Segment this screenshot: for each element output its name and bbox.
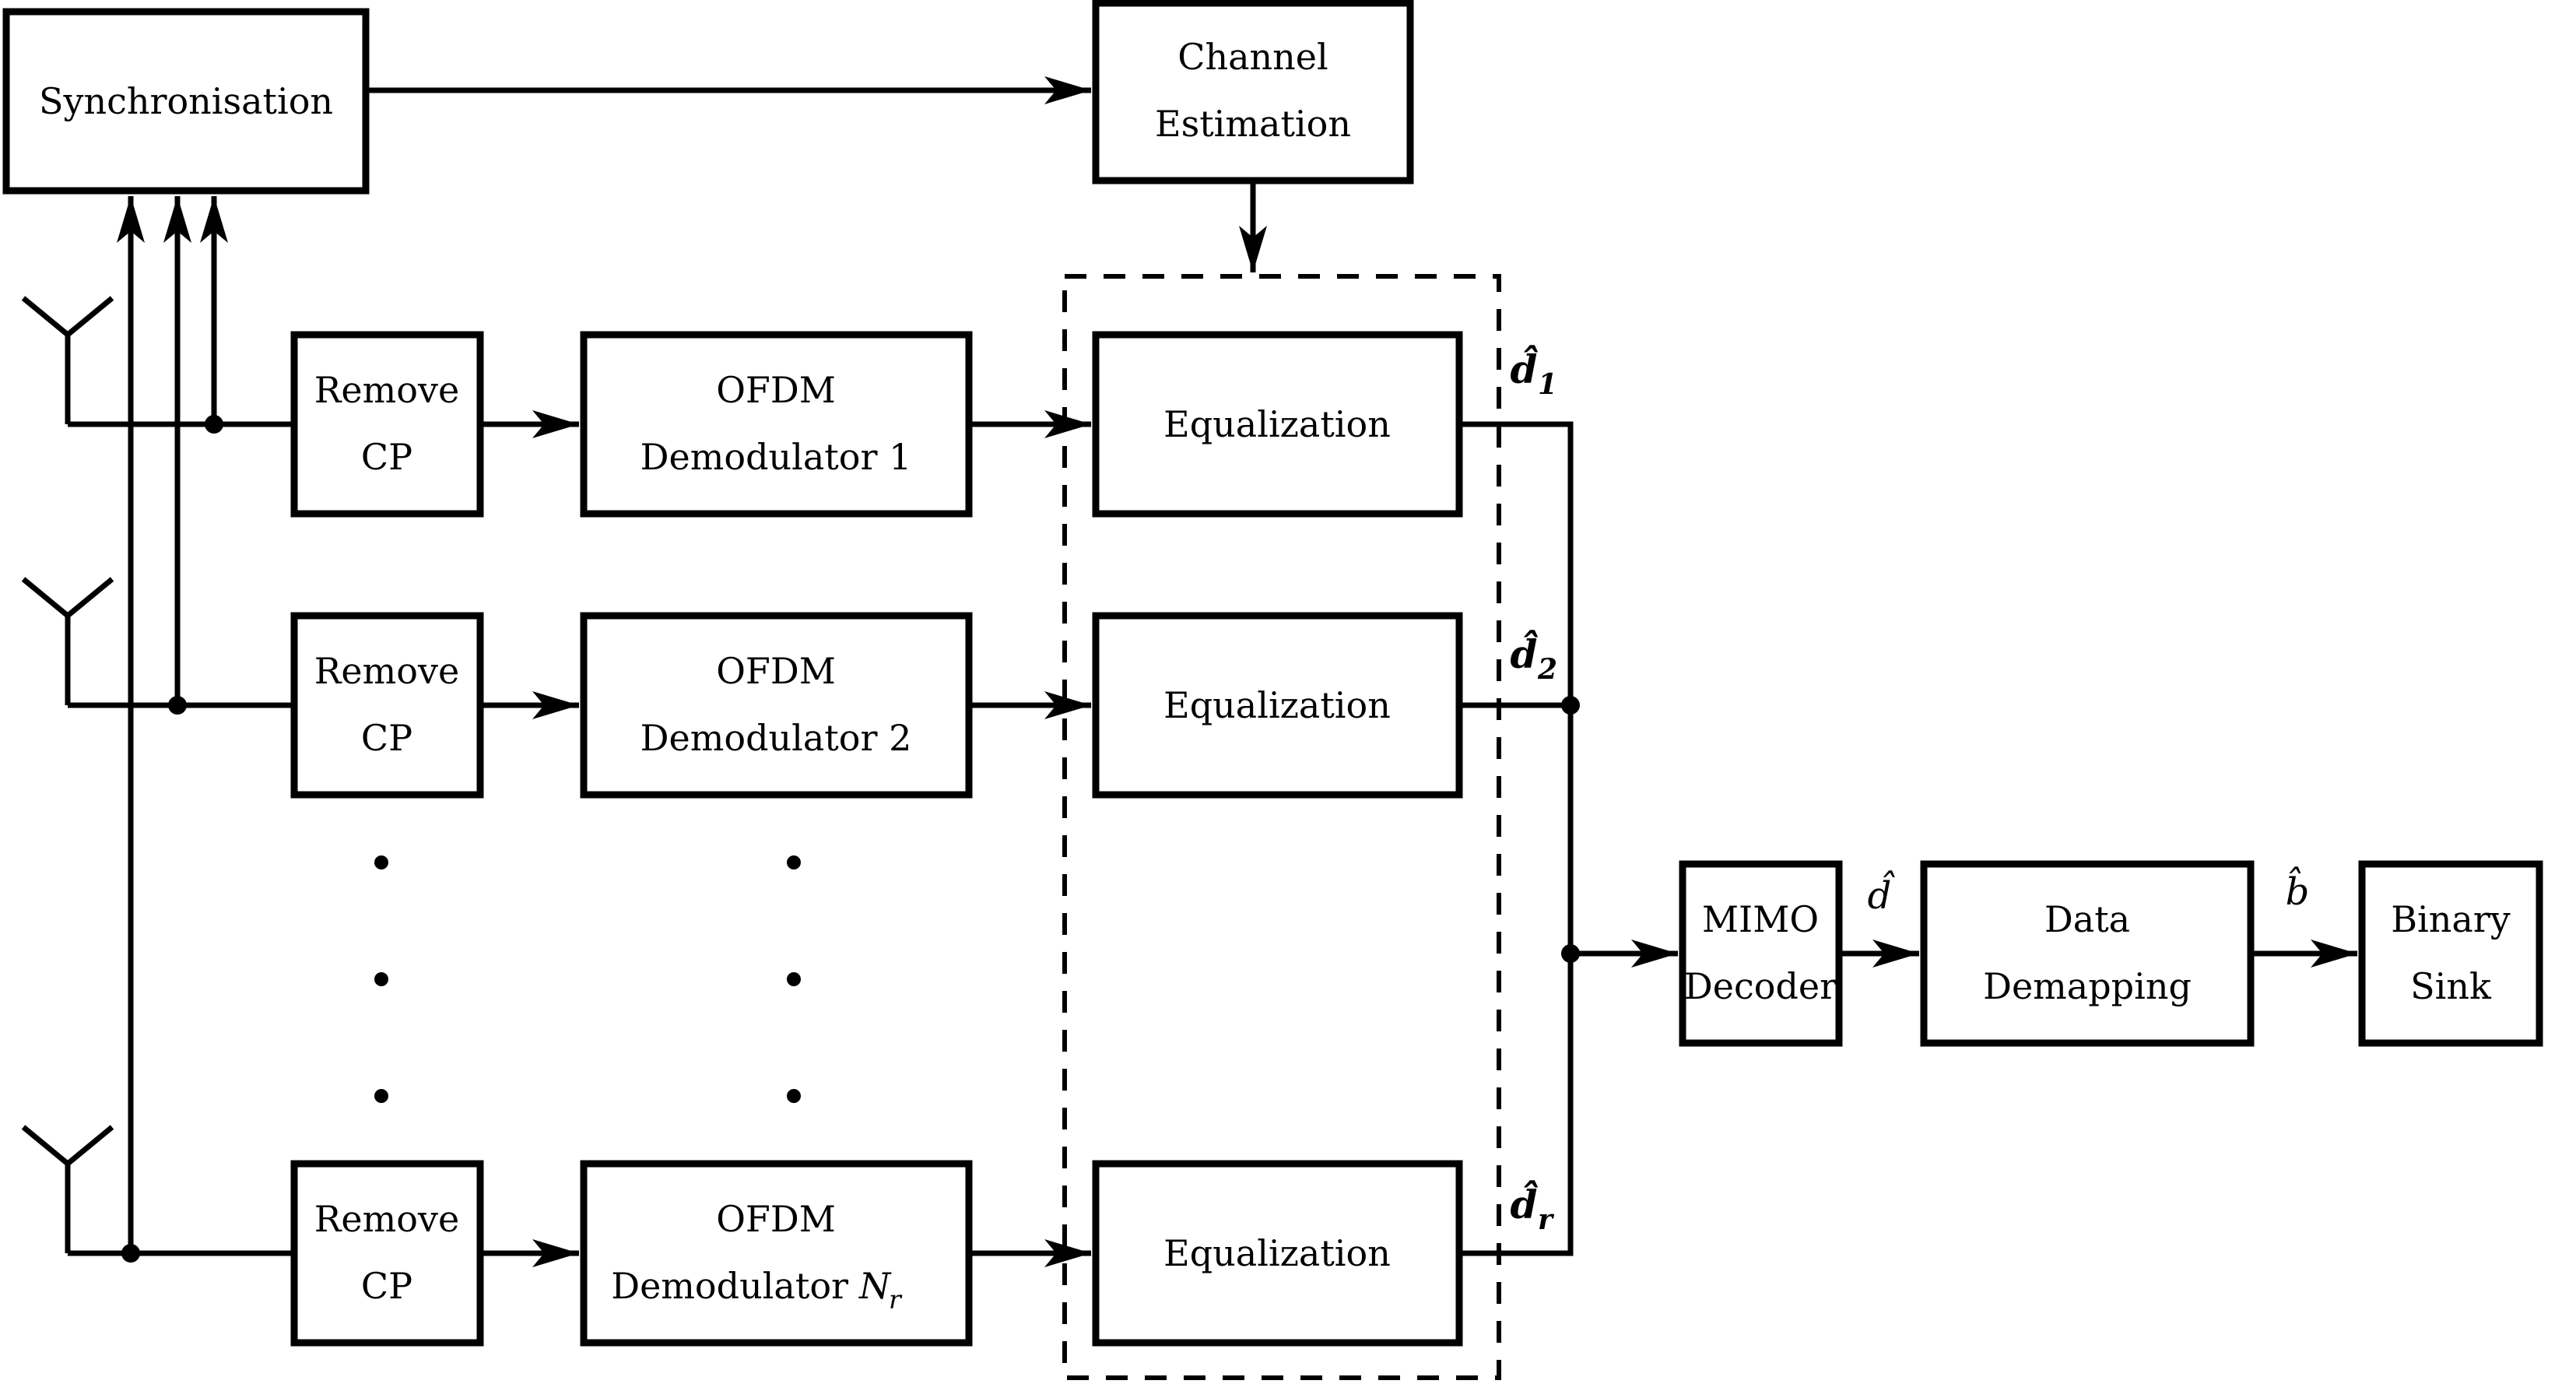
junction-dot [1561,944,1580,963]
channel-estimation-label-line1: Channel [1177,36,1328,78]
remove-cp-label-line1: Remove [314,1198,459,1240]
equalization-label: Equalization [1163,684,1391,726]
ofdm-label-line2-subscript-r: r [889,1284,903,1315]
ofdm-label-line2-prefix: Demodulator [611,1265,848,1307]
ellipsis-dots-removecp-column [374,855,388,1103]
synchronisation-block: Synchronisation [2,8,370,195]
data-demapping-block: Data Demapping [1920,860,2255,1047]
signal-b-hat: b̂ [2286,866,2310,914]
receiver-row-3: Remove CP OFDM Demodulator N r Equalizat… [290,1160,1555,1347]
signal-dr-hat: d̂ [1511,1179,1539,1228]
mimo-decoder-block: MIMO Decoder [1679,860,1843,1047]
remove-cp-label-line2: CP [361,436,412,478]
remove-cp-label-line1: Remove [314,650,459,692]
remove-cp-label-line2: CP [361,717,412,759]
ofdm-demodulator-box-3 [580,1160,973,1347]
receiver-row-2: Remove CP OFDM Demodulator 2 Equalizatio… [290,612,1557,799]
antenna-icon [21,296,114,424]
antenna-icon [21,577,114,705]
receiver-row-1: Remove CP OFDM Demodulator 1 Equalizatio… [290,331,1557,518]
signal-d-hat: d̂ [1868,870,1896,918]
equalization-label: Equalization [1163,403,1391,445]
antenna-icon [21,1125,114,1253]
junction-dot [168,696,187,715]
signal-d2-hat: d̂ [1511,629,1539,677]
mimo-decoder-box [1679,860,1843,1047]
data-demapping-label-line2: Demapping [1983,965,2192,1007]
ofdm-label-line2: Demodulator 1 [640,436,912,478]
synchronisation-label: Synchronisation [39,80,333,122]
signal-d1-hat: d̂ [1511,344,1539,392]
signal-d1-subscript: 1 [1538,368,1557,401]
mimo-decoder-label-line2: Decoder [1684,965,1837,1007]
ofdm-label-line1: OFDM [716,369,836,411]
ofdm-label-line2-math-N: N [858,1265,892,1307]
ellipsis-dots-ofdm-column [787,855,801,1103]
mimo-decoder-label-line1: MIMO [1702,898,1819,940]
remove-cp-label-line1: Remove [314,369,459,411]
remove-cp-box-2 [290,612,484,799]
wire-eq-output-bus [1459,421,1574,1256]
remove-cp-box-1 [290,331,484,518]
channel-estimation-box [1092,0,1414,184]
binary-sink-block: Binary Sink [2358,860,2543,1047]
ofdm-label-line1: OFDM [716,1198,836,1240]
binary-sink-box [2358,860,2543,1047]
binary-sink-label-line2: Sink [2410,965,2492,1007]
connections [21,76,2357,1267]
data-demapping-label-line1: Data [2044,898,2130,940]
remove-cp-label-line2: CP [361,1265,412,1307]
signal-d2-subscript: 2 [1537,653,1557,686]
equalization-box-2 [1092,612,1463,799]
channel-estimation-label-line2: Estimation [1155,103,1351,145]
ofdm-label-line2: Demodulator 2 [640,717,912,759]
equalization-label: Equalization [1163,1232,1391,1274]
equalization-box-3 [1092,1160,1463,1347]
binary-sink-label-line1: Binary [2391,898,2511,940]
channel-estimation-block: Channel Estimation [1092,0,1414,184]
ofdm-label-line1: OFDM [716,650,836,692]
ofdm-demodulator-box-1 [580,331,973,518]
ofdm-demodulator-box-2 [580,612,973,799]
signal-dr-subscript: r [1538,1203,1555,1236]
data-demapping-box [1920,860,2255,1047]
remove-cp-box-3 [290,1160,484,1347]
equalization-box-1 [1092,331,1463,518]
junction-dot [205,415,223,434]
junction-dot [121,1244,140,1263]
synchronisation-box [2,8,370,195]
equalization-group-dashed-box [1062,274,1501,1380]
junction-dot [1561,696,1580,715]
